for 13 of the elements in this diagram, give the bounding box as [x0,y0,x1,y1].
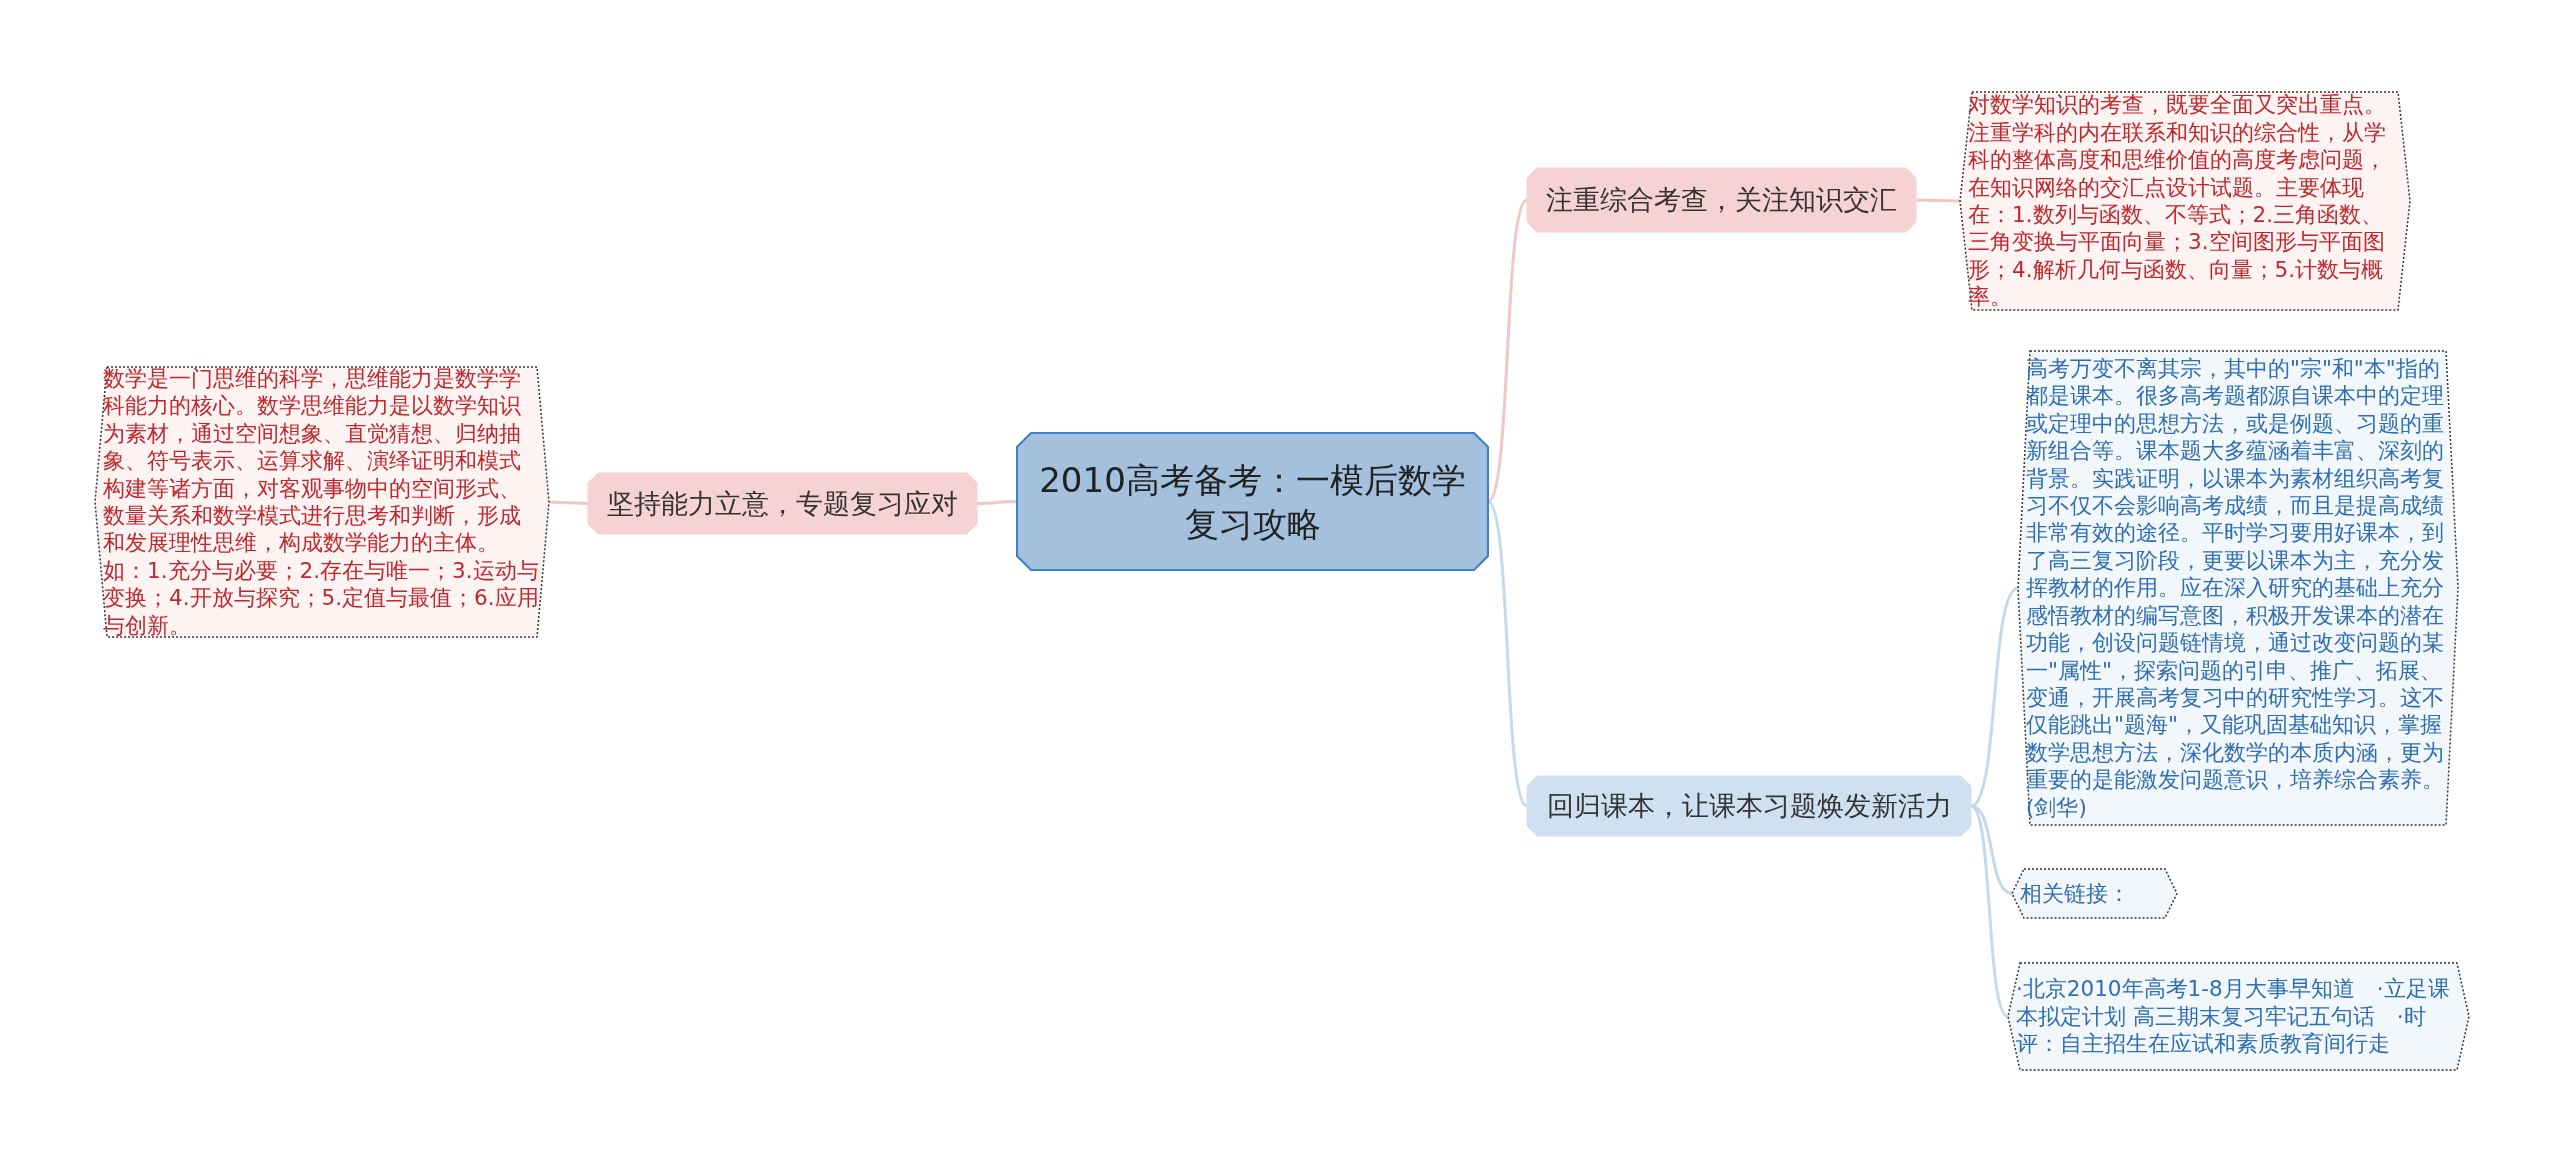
note-box: 高考万变不离其宗，其中的"宗"和"本"指的都是课本。很多高考题都源自课本中的定理或定理中的思想方法，或是例题、习题的重新组合等。课本题大多蕴涵着丰富、深刻的背景。实践证明，以课本为素材组织高考复习不仅不会影响高考成绩，而且是提高成绩非常有效的途径。平时学习要用好课本，到了高三复习阶段，更要以课本为主，充分发挥教材的作用。应在深入研究的基础上充分感悟教材的编写意图，积极开发课本的潜在功能，创设问题链情境，通过改变问题的某一"属性"，探索问题的引申、推广、拓展、变通，开展高考复习中的研究性学习。这不仅能跳出"题海"，又能巩固基础知识，掌握数学思想方法，深化数学的本质内涵，更为重要的是能激发问题意识，培养综合素养。(剑华) [2018,351,2458,825]
connector-line [1915,198,1961,203]
connector-line [548,500,589,505]
subtopic-box: 回归课本，让课本习题焕发新活力 [1527,776,1971,836]
subtopic-box: 注重综合考查，关注知识交汇 [1527,168,1916,232]
note-box: ·北京2010年高考1-8月大事早知道 ·立足课本拟定计划 高三期末复习牢记五句话 ·时评：自主招生在应试和素质教育间行走 [2008,963,2469,1070]
note-box: 数学是一门思维的科学，思维能力是数学学科能力的核心。数学思维能力是以数学知识为素材，通过空间想象、直觉猜想、归纳抽象、符号表示、运算求解、演绎证明和模式构建等诸方面，对客观事物中的空间形式、数量关系和数学模式进行思考和判断，形成和发展理性思维，构成数学能力的主体。如：1.充分与必要；2.存在与唯一；3.运动与变换；4.开放与探究；5.定值与最值；6.应用与创新。 [95,367,549,637]
subtopic-box: 坚持能力立意，专题复习应对 [588,473,977,534]
note-box: 对数学知识的考查，既要全面又突出重点。注重学科的内在联系和知识的综合性，从学科的整体高度和思维价值的高度考虑问题，在知识网络的交汇点设计试题。主要体现在：1.数列与函数、不等式；2.三角函数、三角变换与平面向量；3.空间图形与平面图形；4.解析几何与函数、向量；5.计数与概率。 [1960,92,2410,310]
connector-line [977,500,1017,505]
connector-line [1970,586,2019,808]
topic-box: 2010高考备考：一模后数学复习攻略 [1017,433,1488,570]
note-box: 相关链接： [2012,869,2177,918]
